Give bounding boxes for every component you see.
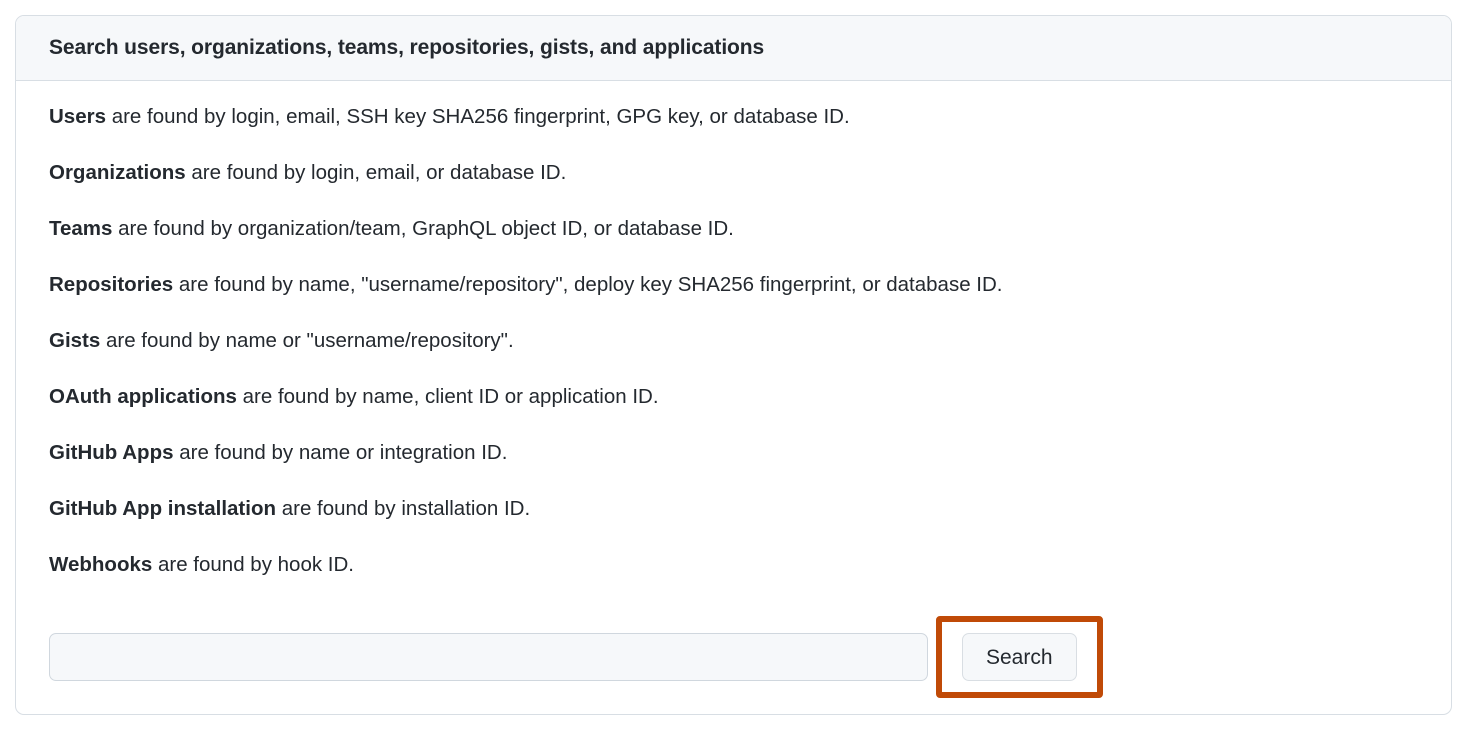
term-repositories: Repositories: [49, 273, 174, 296]
description-line-github-app-installation: GitHub App installation are found by ins…: [49, 497, 1418, 520]
term-github-app-installation: GitHub App installation: [49, 497, 277, 520]
term-github-apps: GitHub Apps: [49, 441, 174, 464]
rest-gists: are found by name or "username/repositor…: [100, 329, 514, 352]
term-teams: Teams: [49, 217, 113, 240]
rest-github-app-installation: are found by installation ID.: [276, 497, 531, 520]
rest-users: are found by login, email, SSH key SHA25…: [106, 105, 850, 128]
description-line-repositories: Repositories are found by name, "usernam…: [49, 273, 1418, 296]
search-input[interactable]: [49, 633, 928, 681]
rest-webhooks: are found by hook ID.: [152, 553, 354, 576]
term-organizations: Organizations: [49, 161, 186, 184]
term-gists: Gists: [49, 329, 101, 352]
term-webhooks: Webhooks: [49, 553, 153, 576]
rest-github-apps: are found by name or integration ID.: [173, 441, 508, 464]
description-line-gists: Gists are found by name or "username/rep…: [49, 329, 1418, 352]
description-line-users: Users are found by login, email, SSH key…: [49, 105, 1418, 128]
card-header: Search users, organizations, teams, repo…: [16, 16, 1451, 81]
card-body: Users are found by login, email, SSH key…: [16, 81, 1451, 703]
search-button[interactable]: Search: [962, 633, 1077, 681]
description-line-github-apps: GitHub Apps are found by name or integra…: [49, 441, 1418, 464]
rest-organizations: are found by login, email, or database I…: [185, 161, 567, 184]
rest-teams: are found by organization/team, GraphQL …: [112, 217, 734, 240]
rest-repositories: are found by name, "username/repository"…: [173, 273, 1003, 296]
description-line-oauth-applications: OAuth applications are found by name, cl…: [49, 385, 1418, 408]
description-line-webhooks: Webhooks are found by hook ID.: [49, 553, 1418, 576]
description-line-teams: Teams are found by organization/team, Gr…: [49, 217, 1418, 240]
term-oauth-applications: OAuth applications: [49, 385, 237, 408]
description-line-organizations: Organizations are found by login, email,…: [49, 161, 1418, 184]
search-row: Search: [49, 611, 1418, 703]
rest-oauth-applications: are found by name, client ID or applicat…: [236, 385, 659, 408]
term-users: Users: [49, 105, 106, 128]
search-button-highlight: Search: [936, 616, 1103, 698]
page-title: Search users, organizations, teams, repo…: [49, 36, 765, 60]
search-help-card: Search users, organizations, teams, repo…: [15, 15, 1452, 715]
